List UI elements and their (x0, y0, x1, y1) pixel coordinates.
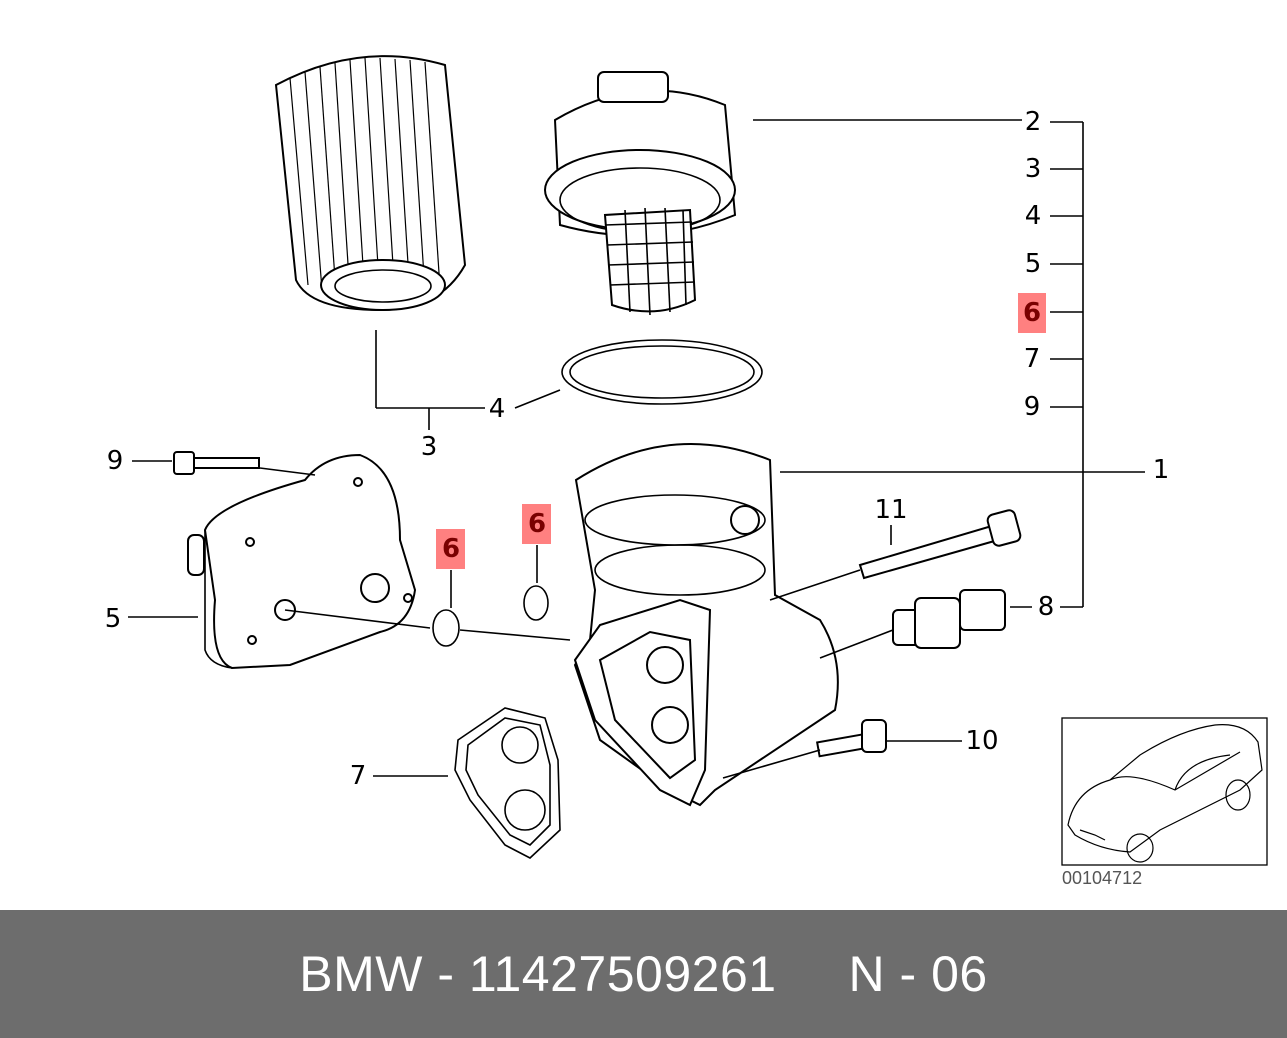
callout-10: 10 (965, 726, 998, 756)
bolt-11[interactable] (858, 509, 1022, 580)
callout-9: 9 (1024, 392, 1041, 422)
oil-filter-cap[interactable] (544, 71, 737, 316)
highlight-box (436, 529, 465, 569)
leader-lines (128, 119, 1145, 779)
diagram-number: 00104712 (1062, 868, 1143, 888)
callout-11: 11 (874, 495, 907, 525)
callout-5-cooler: 5 (105, 604, 122, 634)
callout-5: 5 (1025, 249, 1042, 279)
footer-bar: BMW - 11427509261 N - 06 (0, 910, 1287, 1038)
callout-6-oring-b[interactable]: 6 (528, 509, 546, 539)
callout-7-gasket: 7 (350, 761, 367, 791)
callout-3: 3 (1025, 154, 1042, 184)
callout-4: 4 (1025, 201, 1042, 231)
callout-3-filter: 3 (421, 432, 438, 462)
highlight-box (522, 504, 551, 544)
gasket-7[interactable] (454, 707, 561, 859)
oil-cooler[interactable] (187, 453, 417, 670)
oil-filter-element[interactable] (274, 55, 467, 312)
seal-ring-4[interactable] (561, 339, 763, 405)
bolt-9[interactable] (173, 451, 260, 475)
callout-4-seal: 4 (489, 394, 506, 424)
highlight-box (1018, 293, 1046, 333)
oil-filter-housing[interactable] (573, 443, 839, 807)
o-ring-6a[interactable] (432, 609, 460, 647)
callout-6-oring-a[interactable]: 6 (442, 534, 460, 564)
callout-8: 8 (1038, 592, 1055, 622)
callout-2: 2 (1025, 107, 1042, 137)
oil-pressure-sensor[interactable] (892, 589, 1006, 649)
bolt-10[interactable] (816, 719, 887, 758)
callout-1: 1 (1153, 455, 1170, 485)
callout-7: 7 (1024, 344, 1041, 374)
o-ring-6b[interactable] (523, 585, 549, 621)
callout-9-bolt: 9 (107, 446, 124, 476)
parts-diagram: 2 3 4 5 6 7 9 1 11 8 10 7 5 9 3 4 6 6 (105, 55, 1268, 866)
part-number-caption: BMW - 11427509261 N - 06 (299, 946, 988, 1002)
car-thumbnail (1061, 717, 1268, 866)
callout-6-highlighted[interactable]: 6 (1023, 298, 1041, 328)
